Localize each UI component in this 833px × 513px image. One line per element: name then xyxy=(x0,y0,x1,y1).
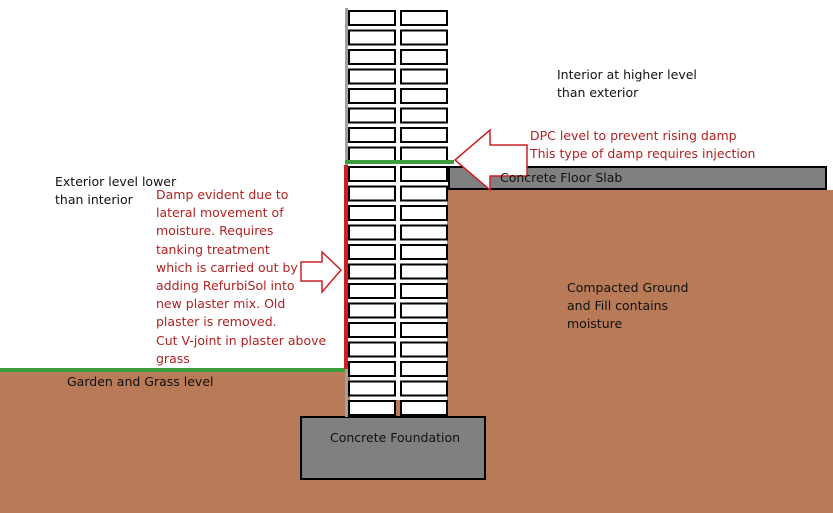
right-arrow-outline-icon xyxy=(300,250,343,295)
brick xyxy=(400,146,448,163)
brick xyxy=(348,302,396,319)
damp-annotation-line: new plaster mix. Old xyxy=(156,296,286,312)
brick xyxy=(348,322,396,338)
brick xyxy=(400,263,448,280)
ground-label: Compacted Ground and Fill contains moist… xyxy=(567,279,689,333)
dpc-annotation: DPC level to prevent rising damp This ty… xyxy=(530,127,755,163)
brick xyxy=(348,283,396,299)
brick xyxy=(348,244,396,260)
damp-annotation-line: Damp evident due to xyxy=(156,187,289,202)
brick xyxy=(400,205,448,221)
brick xyxy=(348,205,396,221)
ground-label-line: moisture xyxy=(567,316,623,331)
brick xyxy=(400,49,448,65)
interior-label: Interior at higher level than exterior xyxy=(557,66,697,102)
brick xyxy=(348,29,396,46)
interior-ground xyxy=(447,190,833,513)
damp-annotation-line: tanking treatment xyxy=(156,241,270,257)
brick xyxy=(400,68,448,85)
damp-annotation-line: moisture. Requires xyxy=(156,223,274,239)
brick xyxy=(348,68,396,85)
brick xyxy=(400,29,448,46)
slab-label: Concrete Floor Slab xyxy=(500,170,623,185)
brick xyxy=(348,107,396,124)
brick xyxy=(400,361,448,377)
brick-wall xyxy=(348,10,448,416)
brick xyxy=(400,400,448,416)
brick xyxy=(348,263,396,280)
brick xyxy=(400,244,448,260)
brick xyxy=(400,341,448,358)
dpc-annotation-line: DPC level to prevent rising damp xyxy=(530,128,737,143)
ground-label-line: and Fill contains xyxy=(567,298,669,313)
exterior-label: Exterior level lower than interior xyxy=(55,173,176,209)
brick xyxy=(348,166,396,182)
brick xyxy=(400,322,448,338)
brick xyxy=(348,146,396,163)
brick xyxy=(348,127,396,143)
brick xyxy=(348,88,396,104)
damp-annotation-line: grass xyxy=(156,350,190,366)
brick xyxy=(348,49,396,65)
damp-annotation: Damp evident due to lateral movement of … xyxy=(156,186,326,368)
damp-annotation-line: Cut V-joint in plaster above xyxy=(156,332,327,348)
brick xyxy=(400,224,448,241)
brick xyxy=(400,283,448,299)
left-arrow-outline-icon xyxy=(453,128,528,192)
damp-annotation-line: adding RefurbiSol into xyxy=(156,278,295,294)
brick xyxy=(400,88,448,104)
brick xyxy=(400,166,448,182)
damp-annotation-line: lateral movement of xyxy=(156,205,284,221)
interior-label-line: Interior at higher level xyxy=(557,67,697,82)
interior-label-line: than exterior xyxy=(557,85,639,100)
garden-label: Garden and Grass level xyxy=(67,374,214,389)
brick xyxy=(348,400,396,416)
brick xyxy=(400,107,448,124)
ground-label-line: Compacted Ground xyxy=(567,280,689,295)
exterior-label-line: than interior xyxy=(55,192,133,207)
dpc-annotation-line: This type of damp requires injection xyxy=(530,146,756,161)
brick xyxy=(400,127,448,143)
damp-annotation-line: which is carried out by xyxy=(156,259,298,275)
brick xyxy=(348,10,396,26)
exterior-label-line: Exterior level lower xyxy=(55,174,177,189)
brick xyxy=(400,185,448,202)
brick xyxy=(348,224,396,241)
concrete-foundation xyxy=(300,416,486,480)
brick xyxy=(348,361,396,377)
brick xyxy=(348,341,396,358)
brick xyxy=(348,185,396,202)
brick xyxy=(400,10,448,26)
damp-annotation-line: plaster is removed. xyxy=(156,314,277,330)
foundation-label: Concrete Foundation xyxy=(330,430,461,445)
exterior-ground xyxy=(0,370,350,513)
concrete-floor-slab xyxy=(448,166,827,190)
brick xyxy=(400,380,448,397)
brick xyxy=(348,380,396,397)
brick xyxy=(400,302,448,319)
